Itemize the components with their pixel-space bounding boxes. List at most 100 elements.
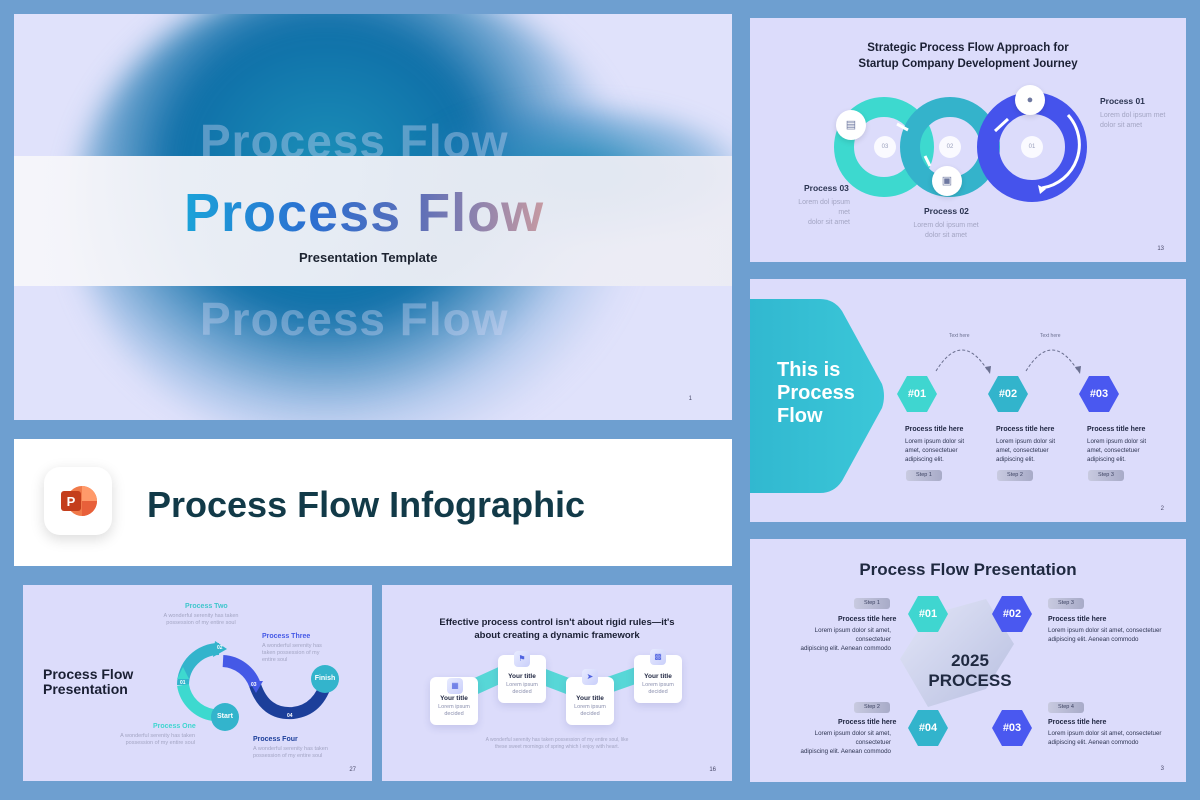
arc-label-1: Text here	[949, 333, 970, 339]
process-desc-2: Lorem ipsum dolor sit amet, consectetuer…	[1048, 627, 1162, 643]
cycle-process-slide[interactable]: Process Flow Presentation Start Finish 0…	[23, 585, 372, 781]
page-number: 1	[688, 396, 692, 402]
hero-subtitle: Presentation Template	[299, 250, 438, 265]
process-desc-1: Lorem ipsum dolor sit amet, consectetuer…	[800, 627, 891, 652]
powerpoint-icon: P	[61, 486, 97, 516]
zigzag-flow-ribbon	[448, 659, 657, 705]
badge-02: #02	[988, 376, 1028, 412]
circle-label-02: 02	[939, 136, 961, 158]
powerpoint-letter: P	[67, 494, 76, 509]
slide-title: Strategic Process Flow Approach for Star…	[750, 40, 1186, 72]
chart-icon: ▩	[650, 649, 666, 665]
step-2-pill: Step 2	[997, 470, 1033, 481]
document-icon: ▤	[836, 110, 866, 140]
title-band	[14, 156, 732, 286]
book-icon: ▣	[932, 166, 962, 196]
process-02-label: Process 02	[924, 206, 969, 216]
process-title-2: Process title here	[996, 426, 1055, 433]
process-title-4: Process title here	[838, 719, 897, 726]
process-title-3: Process title here	[1048, 719, 1107, 726]
step-4-pill: Step 4	[1048, 702, 1084, 713]
card-title: Your title	[576, 695, 604, 702]
step-2-pill: Step 2	[854, 702, 890, 713]
strategic-process-slide[interactable]: Strategic Process Flow Approach for Star…	[750, 18, 1186, 262]
process-01-label: Process 01	[1100, 96, 1145, 106]
process-four-label: Process Four	[253, 736, 298, 743]
product-banner: P Process Flow Infographic	[14, 439, 732, 566]
page-number: 27	[349, 767, 356, 773]
title-line-1: Strategic Process Flow Approach for	[867, 42, 1069, 54]
process-two-label: Process Two	[185, 603, 228, 610]
process-one-label: Process One	[153, 723, 196, 730]
page-number: 13	[1157, 246, 1164, 252]
dashed-connector-arcs	[935, 349, 1081, 374]
segment-01: 01	[180, 680, 186, 686]
process-title-1: Process title here	[905, 426, 964, 433]
slide-title: Effective process control isn't about ri…	[439, 617, 675, 641]
footer-text: A wonderful serenity has taken possessio…	[485, 737, 629, 750]
headline: This is Process Flow	[777, 359, 855, 427]
this-is-process-flow-slide[interactable]: This is Process Flow Text here Text here…	[750, 279, 1186, 522]
badge-01: #01	[908, 596, 948, 632]
process-title-2: Process title here	[1048, 616, 1107, 623]
badge-01: #01	[897, 376, 937, 412]
process-title-3: Process title here	[1087, 426, 1146, 433]
arc-label-2: Text here	[1040, 333, 1061, 339]
center-label: 2025 PROCESS	[928, 651, 1012, 690]
finish-node: Finish	[311, 665, 339, 693]
cycle-diagram	[177, 641, 333, 721]
circle-label-03: 03	[874, 136, 896, 158]
process-three-label: Process Three	[262, 633, 311, 640]
card-title: Your title	[644, 673, 672, 680]
hexagon-process-slide[interactable]: Process Flow Presentation 2025 PROCESS #…	[750, 539, 1186, 782]
send-icon: ➤	[582, 669, 598, 685]
page-number: 16	[709, 767, 716, 773]
banner-title: Process Flow Infographic	[147, 484, 586, 525]
process-control-slide[interactable]: Effective process control isn't about ri…	[382, 585, 732, 781]
slide-title: Process Flow Presentation	[43, 666, 134, 697]
start-node: Start	[211, 703, 239, 731]
badge-04: #04	[908, 710, 948, 746]
segment-02: 02	[217, 645, 223, 651]
page-number: 3	[1160, 766, 1164, 772]
process-desc-4: Lorem ipsum dolor sit amet, consectetuer…	[800, 730, 891, 755]
headline-arrow-shape	[750, 299, 884, 493]
idea-icon: ●	[1015, 85, 1045, 115]
step-1-pill: Step 1	[906, 470, 942, 481]
card-title: Your title	[508, 673, 536, 680]
page-number: 2	[1160, 506, 1164, 512]
process-03-label: Process 03	[804, 183, 849, 193]
card-title: Your title	[440, 695, 468, 702]
segment-04: 04	[287, 713, 293, 719]
hero-title: Process Flow	[184, 183, 545, 243]
step-1-pill: Step 1	[854, 598, 890, 609]
process-title-1: Process title here	[838, 616, 897, 623]
image-icon: ▦	[447, 678, 463, 694]
segment-03: 03	[251, 682, 257, 688]
hero-slide[interactable]: Process Flow Process Flow Process Flow P…	[14, 14, 732, 420]
step-3-pill: Step 3	[1048, 598, 1084, 609]
step-3-pill: Step 3	[1088, 470, 1124, 481]
flag-icon: ⚑	[514, 651, 530, 667]
circle-label-01: 01	[1021, 136, 1043, 158]
slide-title: Process Flow Presentation	[859, 560, 1077, 579]
process-desc-3: Lorem ipsum dolor sit amet, consectetuer…	[1048, 730, 1162, 746]
title-line-2: Startup Company Development Journey	[858, 58, 1078, 70]
powerpoint-app-tile: P	[44, 467, 112, 535]
ghost-title-bottom: Process Flow	[200, 293, 509, 345]
